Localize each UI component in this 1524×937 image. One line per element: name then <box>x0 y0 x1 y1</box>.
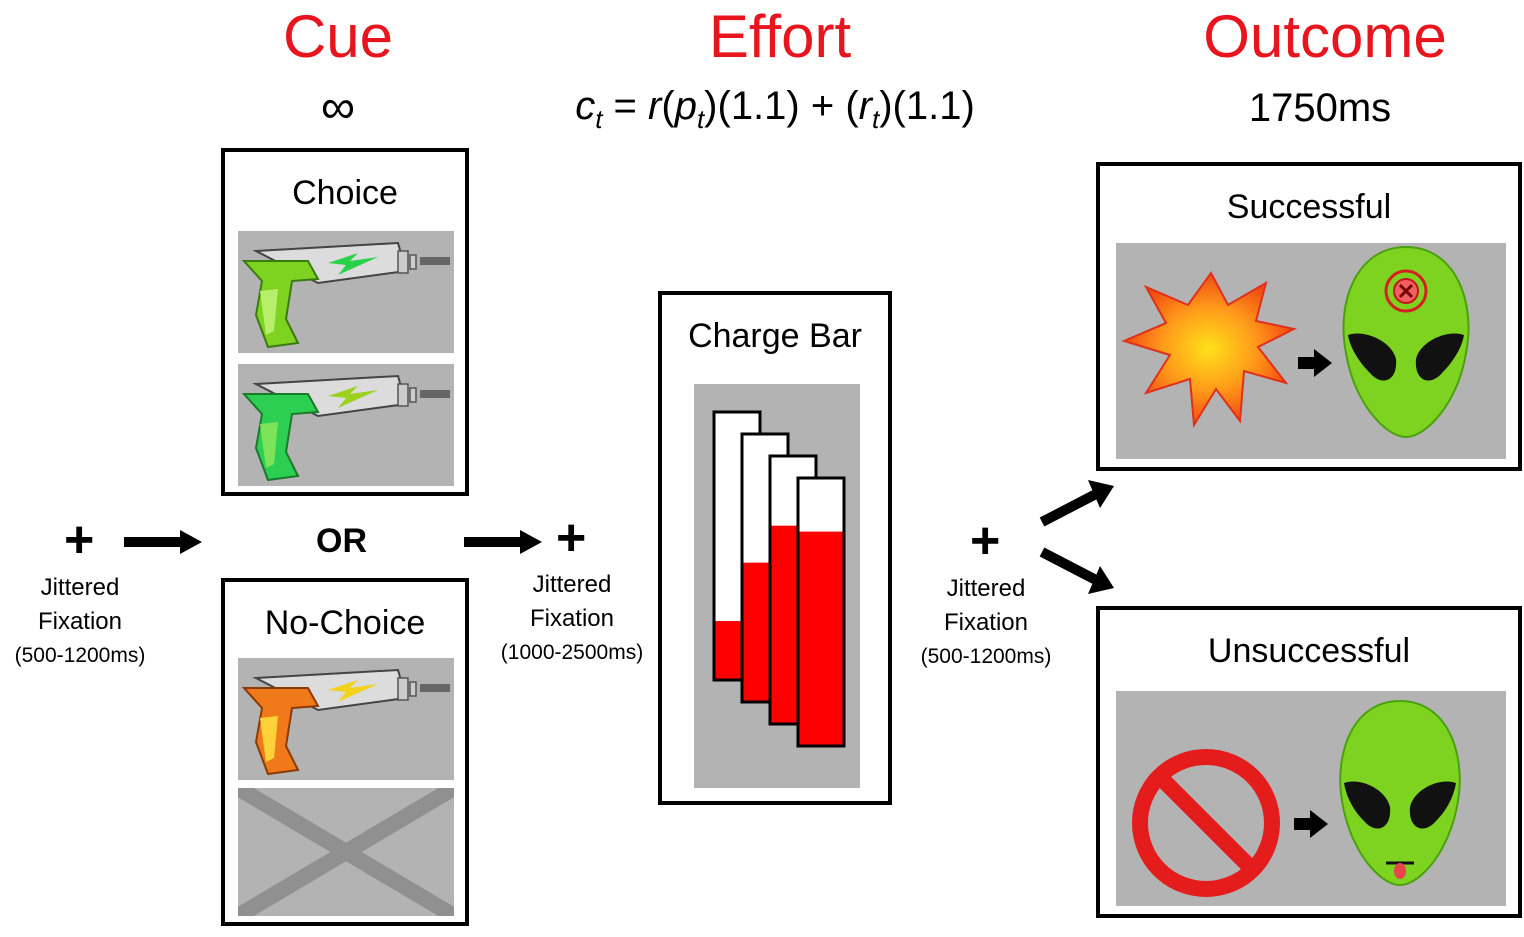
effort-formula: ct = r(pt)(1.1) + (rt)(1.1) <box>575 84 975 134</box>
charge-bar-area <box>694 384 860 788</box>
fixation-label-1: Jittered Fixation (500-1200ms) <box>14 574 146 667</box>
choice-option-1 <box>238 231 454 353</box>
arrow-icon <box>1298 349 1332 377</box>
no-choice-option-1 <box>238 658 454 780</box>
effort-title: Effort <box>708 3 852 70</box>
ray-gun-icon <box>241 241 450 349</box>
choice-panel: Choice <box>221 148 469 496</box>
cue-title: Cue <box>282 3 394 70</box>
successful-label: Successful <box>1226 188 1392 226</box>
no-choice-option-empty <box>233 781 459 923</box>
fixation-label-3: Jittered Fixation (500-1200ms) <box>920 575 1052 668</box>
no-symbol-icon <box>1132 749 1280 897</box>
successful-panel: Successful <box>1096 162 1522 471</box>
no-choice-label: No-Choice <box>264 604 426 642</box>
arrow-up-icon <box>1039 480 1114 527</box>
charge-bar-fill-4 <box>799 531 843 745</box>
fixation-cross-2: + <box>556 509 587 567</box>
charge-bar-panel: Charge Bar <box>658 291 892 805</box>
arrow-icon <box>1294 810 1328 838</box>
unsuccessful-panel: Unsuccessful <box>1096 606 1522 918</box>
alien-icon <box>1342 245 1470 439</box>
outcome-title: Outcome <box>1203 3 1447 70</box>
arrow-icon <box>464 530 542 554</box>
unsuccessful-label: Unsuccessful <box>1207 632 1411 670</box>
charge-bar-label: Charge Bar <box>688 317 862 355</box>
unsuccessful-image <box>1116 691 1506 906</box>
ray-gun-icon <box>241 668 450 776</box>
fixation-label-2: Jittered Fixation (1000-2500ms) <box>500 571 644 664</box>
successful-image <box>1116 243 1506 459</box>
arrow-down-icon <box>1039 547 1114 594</box>
cue-duration: ∞ <box>320 81 356 134</box>
alien-icon <box>1339 699 1461 887</box>
arrow-icon <box>124 530 202 554</box>
outcome-duration: 1750ms <box>1248 86 1392 130</box>
fixation-cross-3: + <box>970 512 1001 570</box>
choice-label: Choice <box>292 174 398 212</box>
choice-option-2 <box>238 364 454 486</box>
x-mark-icon <box>233 781 459 923</box>
fixation-cross-1: + <box>64 511 95 569</box>
or-label: OR <box>316 522 367 560</box>
ray-gun-icon <box>241 374 450 482</box>
charge-bars <box>712 410 846 748</box>
explosion-icon <box>1121 271 1298 429</box>
no-choice-panel: No-Choice <box>221 578 469 926</box>
